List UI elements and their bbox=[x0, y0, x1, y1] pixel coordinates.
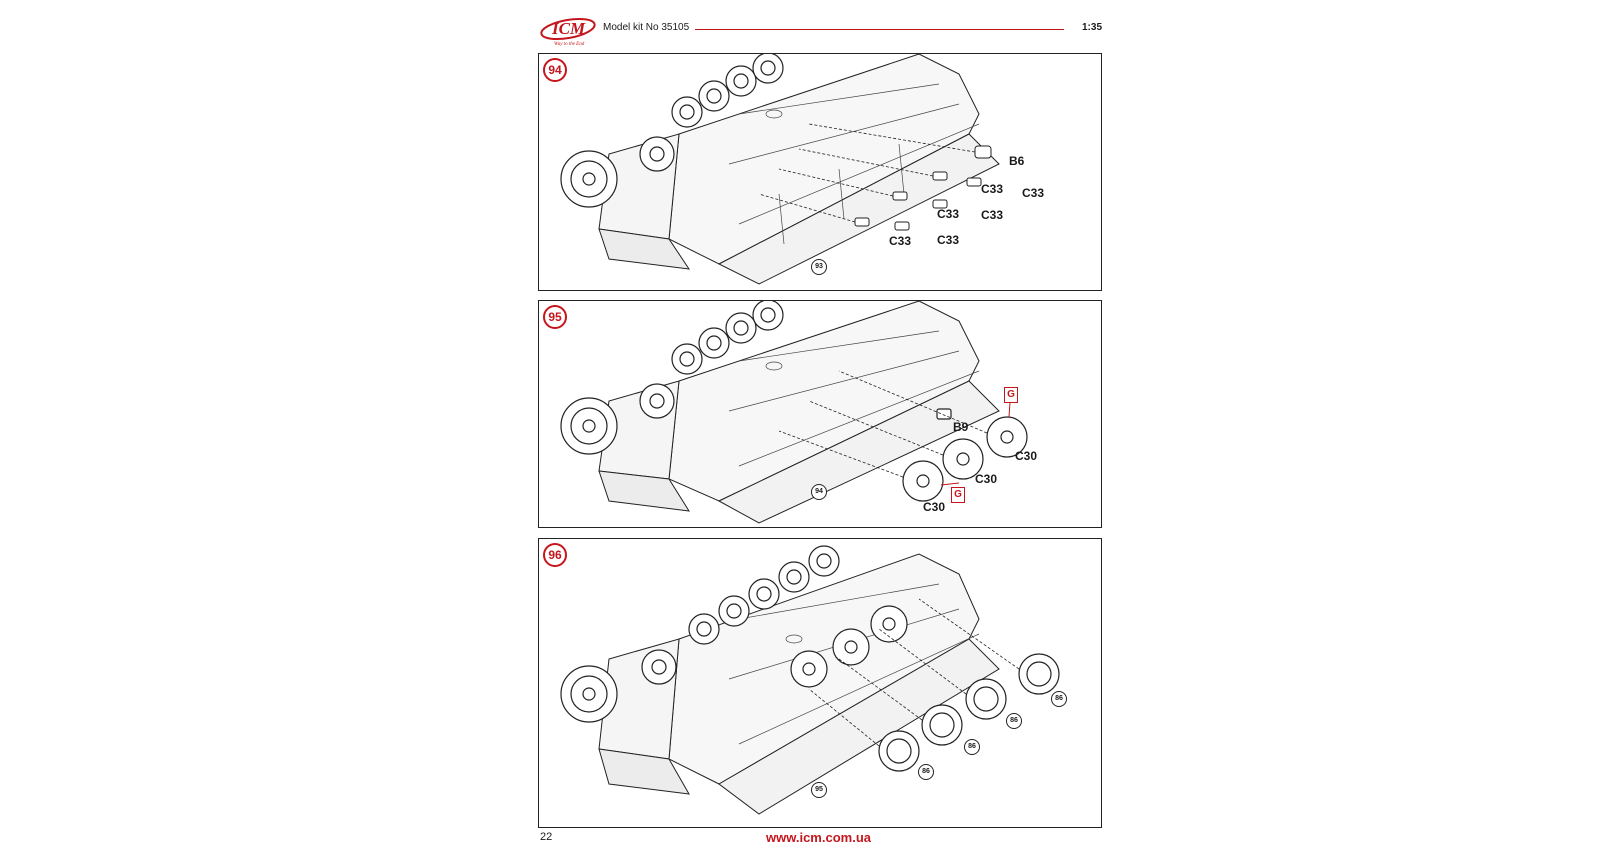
step-number-96: 96 bbox=[543, 543, 567, 567]
instruction-page: ICM Way to the End Model kit No 35105 1:… bbox=[538, 0, 1102, 850]
website-link[interactable]: www.icm.com.ua bbox=[766, 830, 871, 845]
step-ref-94: 94 bbox=[811, 484, 827, 500]
header-rule bbox=[695, 29, 1064, 30]
page-number: 22 bbox=[540, 831, 553, 843]
step-number-94: 94 bbox=[543, 58, 567, 82]
step-96-panel: 96 86 86 86 86 86 95 bbox=[538, 538, 1102, 828]
part-label-c30: C30 bbox=[1015, 449, 1038, 463]
part-label-c30: C30 bbox=[923, 500, 946, 514]
logo-tagline: Way to the End bbox=[554, 42, 585, 47]
step-95-panel: 95 G G B9 C30 C30 C30 94 bbox=[538, 300, 1102, 528]
part-label-c33: C33 bbox=[981, 182, 1004, 196]
part-label-c33: C33 bbox=[937, 233, 960, 247]
step-ref-95: 95 bbox=[811, 782, 827, 798]
kit-number: Model kit No 35105 bbox=[603, 22, 690, 33]
page-header: ICM Way to the End Model kit No 35105 1:… bbox=[538, 12, 1102, 48]
part-label-b6: B6 bbox=[1009, 154, 1025, 168]
logo-brand: ICM bbox=[551, 19, 586, 38]
part-label-c33: C33 bbox=[1022, 186, 1045, 200]
step-number-95: 95 bbox=[543, 305, 567, 329]
part-label-c33: C33 bbox=[889, 234, 912, 248]
paint-mark-g: G bbox=[1004, 387, 1018, 403]
step-ref-93: 93 bbox=[811, 259, 827, 275]
step-95-drawing bbox=[560, 301, 1028, 524]
icm-logo: ICM Way to the End bbox=[538, 14, 598, 48]
part-label-c30: C30 bbox=[975, 472, 998, 486]
step-94-drawing bbox=[560, 54, 1000, 285]
paint-mark-g: G bbox=[951, 487, 965, 503]
part-ref-86: 86 bbox=[1006, 713, 1022, 729]
step-94-panel: 94 B6 C33 C33 C33 C33 C33 C33 93 bbox=[538, 53, 1102, 291]
part-label-b9: B9 bbox=[953, 420, 969, 434]
part-ref-86: 86 bbox=[1051, 691, 1067, 707]
part-ref-86: 86 bbox=[964, 739, 980, 755]
part-ref-86: 86 bbox=[918, 764, 934, 780]
scale-label: 1:35 bbox=[1081, 22, 1102, 33]
part-label-c33: C33 bbox=[937, 207, 960, 221]
part-label-c33: C33 bbox=[981, 208, 1004, 222]
step-96-drawing bbox=[560, 545, 1060, 815]
